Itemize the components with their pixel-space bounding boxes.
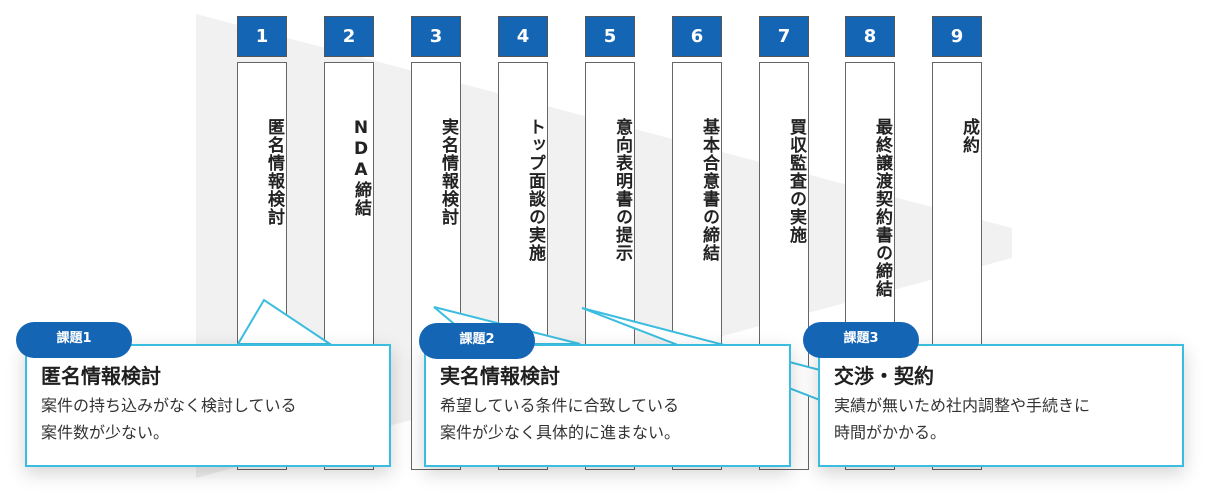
issue-description-line: 案件の持ち込みがなく検討している (41, 396, 297, 415)
step-number: 7 (759, 16, 809, 57)
step-label: トップ面談の実施 (525, 118, 545, 262)
issue-badge-1: 課題1 (16, 322, 132, 358)
issue-description: 希望している条件に合致している 案件が少なく具体的に進まない。 (440, 392, 680, 446)
step-label: 匿名情報検討 (264, 118, 284, 226)
step-number: 5 (585, 16, 635, 57)
issue-callout-1: 匿名情報検討 案件の持ち込みがなく検討している 案件数が少ない。 (25, 344, 391, 467)
step-number: 2 (324, 16, 374, 57)
issue-callout-3: 交渉・契約 実績が無いため社内調整や手続きに 時間がかかる。 (818, 344, 1184, 467)
issue-description-line: 時間がかかる。 (834, 423, 947, 442)
process-step: 3 実名情報検討 (411, 16, 461, 470)
step-number: 9 (932, 16, 982, 57)
step-number: 3 (411, 16, 461, 57)
issue-callout-2: 実名情報検討 希望している条件に合致している 案件が少なく具体的に進まない。 (424, 344, 791, 467)
issue-title: 交渉・契約 (834, 364, 934, 388)
issue-title: 実名情報検討 (440, 364, 560, 388)
issue-badge-2: 課題2 (419, 323, 535, 359)
step-label: 実名情報検討 (438, 118, 458, 226)
issue-description-line: 希望している条件に合致している (440, 396, 680, 415)
process-step: 5 意向表明書の提示 (585, 16, 635, 470)
step-label: 買収監査の実施 (786, 118, 806, 244)
process-step: 9 成約 (932, 16, 982, 470)
step-number: 6 (672, 16, 722, 57)
step-number: 8 (845, 16, 895, 57)
issue-description-line: 案件が少なく具体的に進まない。 (440, 423, 681, 442)
process-step: 6 基本合意書の締結 (672, 16, 722, 470)
step-label: 成約 (959, 118, 979, 154)
issue-description-line: 案件数が少ない。 (41, 423, 170, 442)
step-label: 最終譲渡契約書の締結 (872, 118, 892, 298)
process-step: 7 買収監査の実施 (759, 16, 809, 470)
step-number: 1 (237, 16, 287, 57)
step-number: 4 (498, 16, 548, 57)
process-step: 4 トップ面談の実施 (498, 16, 548, 470)
issue-description-line: 実績が無いため社内調整や手続きに (834, 396, 1091, 415)
issue-description: 実績が無いため社内調整や手続きに 時間がかかる。 (834, 392, 1090, 446)
step-label: 意向表明書の提示 (612, 118, 632, 262)
step-label: 基本合意書の締結 (699, 118, 719, 262)
issue-badge-3: 課題3 (803, 322, 919, 358)
issue-description: 案件の持ち込みがなく検討している 案件数が少ない。 (41, 392, 297, 446)
issue-title: 匿名情報検討 (41, 364, 161, 388)
step-label: NDA締結 (351, 118, 371, 217)
process-step: 8 最終譲渡契約書の締結 (845, 16, 895, 470)
process-step: 1 匿名情報検討 (237, 16, 287, 470)
